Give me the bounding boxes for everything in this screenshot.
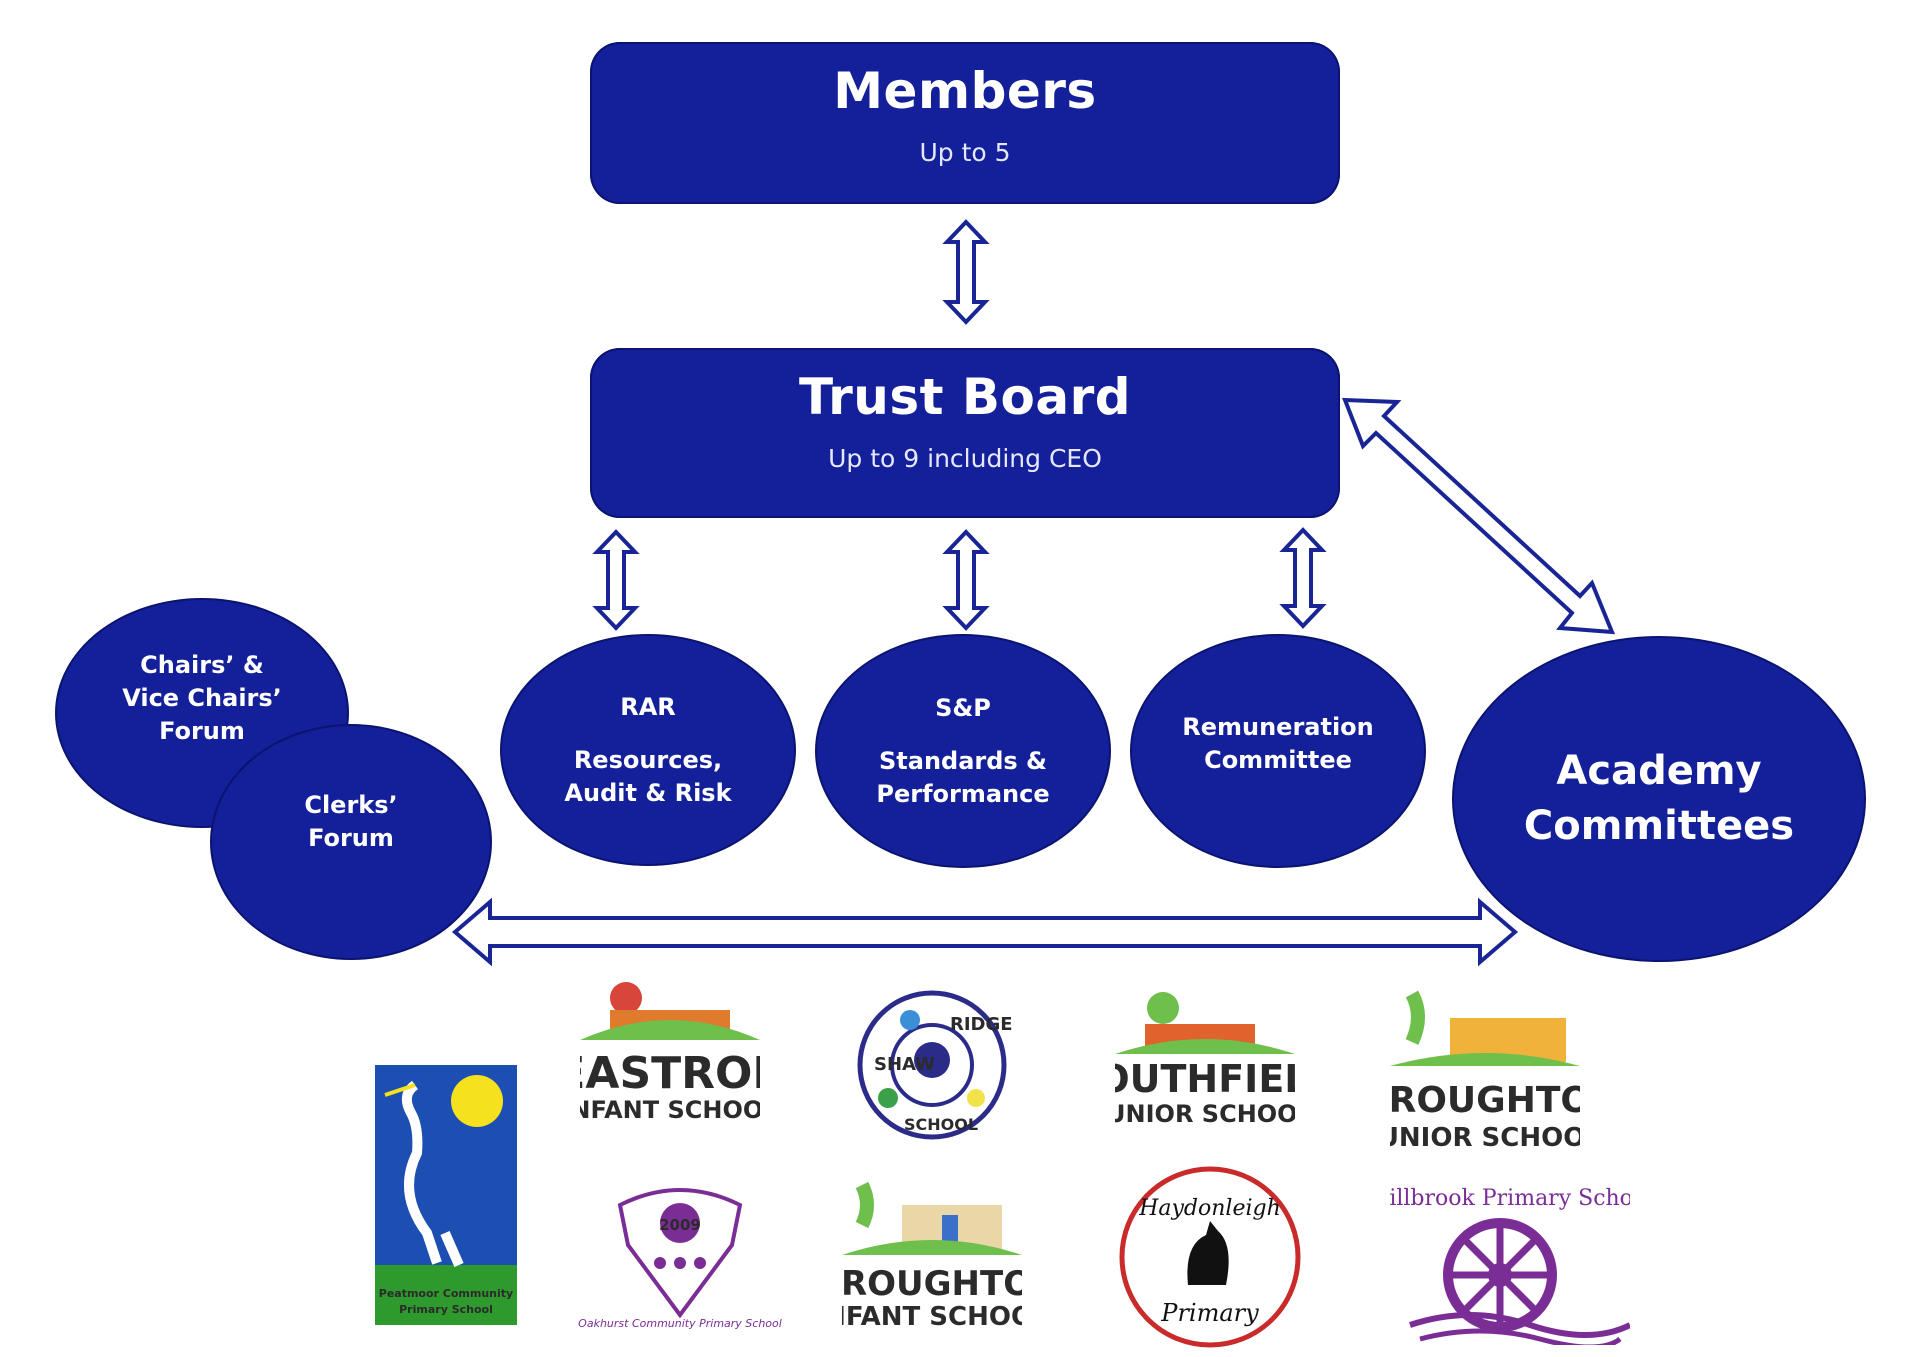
clerks-forum-ellipse: Clerks’ Forum [210,724,492,960]
chairs-forum-label: Chairs’ & Vice Chairs’ Forum [122,650,282,745]
sp-name: Standards & Performance [876,746,1050,808]
members-trust-arrow [942,219,990,325]
haydonleigh-logo: Haydonleigh Primary [1119,1166,1301,1348]
oakhurst-name: Oakhurst Community Primary School [578,1317,782,1330]
waterwheel-icon [1443,1218,1557,1332]
eastrop-logo: EASTROP INFANT SCHOOL [580,982,760,1124]
cat-icon [1187,1221,1229,1285]
academy-committees-label: Academy Committees [1523,748,1795,849]
sp-committee-ellipse: S&P Standards & Performance [815,634,1111,868]
chairs-forum-ellipse: Chairs’ & Vice Chairs’ Forum [55,598,349,828]
peatmoor-line1: Peatmoor Community [379,1287,513,1300]
rar-committee-ellipse: RAR Resources, Audit & Risk [500,634,796,866]
sun-icon [451,1075,503,1127]
forums-academy-arrow [451,897,1519,967]
academy-committees-ellipse: Academy Committees [1452,636,1866,962]
wroughton-junior-line1: WROUGHTON [1390,1080,1580,1121]
remuneration-committee-ellipse: Remuneration Committee [1130,634,1426,868]
haydonleigh-line1: Haydonleigh [1138,1196,1281,1221]
members-subtitle: Up to 5 [919,138,1011,167]
peatmoor-line2: Primary School [399,1303,493,1316]
remuneration-name: Remuneration Committee [1182,713,1374,774]
trust-board-title: Trust Board [798,368,1132,426]
trust-remuneration-arrow [1279,527,1327,629]
southfield-line2: JUNIOR SCHOOL [1115,1100,1295,1128]
eastrop-line1: EASTROP [580,1048,760,1099]
members-title: Members [833,62,1097,120]
clerks-forum-label: Clerks’ Forum [304,791,398,852]
millbrook-name: Millbrook Primary School [1390,1186,1630,1211]
wroughton-junior-logo: WROUGHTON JUNIOR SCHOOL [1390,990,1580,1153]
trust-board-box: Trust Board Up to 9 including CEO [590,348,1340,518]
eastrop-line2: INFANT SCHOOL [580,1096,760,1124]
southfield-line1: SOUTHFIELD [1115,1057,1295,1101]
sp-abbr: S&P [935,693,991,722]
wroughton-infant-logo: WROUGHTON INFANT SCHOOL [842,1181,1022,1332]
southfield-logo: SOUTHFIELD JUNIOR SCHOOL [1115,992,1295,1128]
wroughton-infant-line1: WROUGHTON [842,1264,1022,1304]
shaw-word2: RIDGE [950,1014,1012,1035]
members-box: Members Up to 5 [590,42,1340,204]
wroughton-infant-line2: INFANT SCHOOL [842,1302,1022,1332]
haydonleigh-line2: Primary [1160,1299,1259,1327]
trust-rar-arrow [592,529,640,631]
wroughton-junior-line2: JUNIOR SCHOOL [1390,1123,1580,1153]
shaw-word3: SCHOOL [904,1115,978,1134]
peatmoor-logo: Peatmoor Community Primary School [375,1065,517,1325]
millbrook-logo: Millbrook Primary School [1390,1186,1630,1345]
shaw-ridge-logo: SHAW RIDGE SCHOOL [857,990,1012,1140]
trust-sp-arrow [942,529,990,631]
shaw-word1: SHAW [874,1054,935,1075]
trust-academy-arrow [1342,397,1616,635]
oakhurst-logo: 2009 Oakhurst Community Primary School [578,1188,782,1330]
shield-icon [617,1188,743,1319]
heron-icon [401,1080,464,1268]
rar-name: Resources, Audit & Risk [564,745,732,807]
trust-board-subtitle: Up to 9 including CEO [828,444,1102,473]
person-icon [914,1042,950,1078]
oakhurst-year: 2009 [659,1216,701,1234]
rar-abbr: RAR [620,692,676,721]
